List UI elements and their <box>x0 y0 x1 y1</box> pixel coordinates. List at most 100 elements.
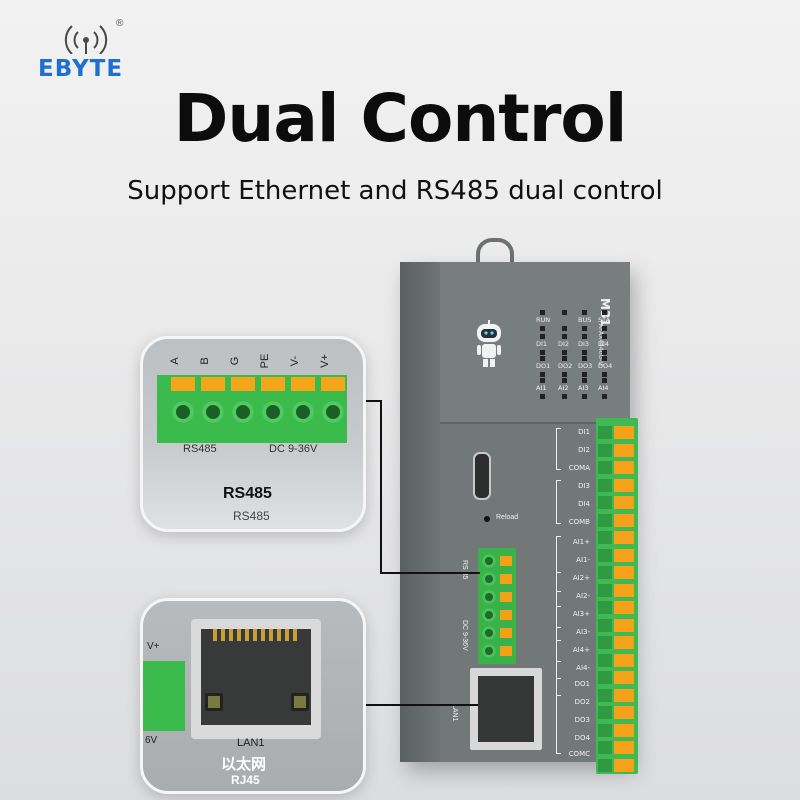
terminal-slot <box>598 741 612 754</box>
terminal-group-bracket <box>556 572 561 628</box>
registered-mark: ® <box>116 18 124 29</box>
led-label: DO1 <box>536 362 551 370</box>
terminal-release-tab[interactable] <box>614 461 634 474</box>
callout-wire-rs485-h2 <box>380 572 480 574</box>
dc-terminal-label: DC 9-36V <box>269 443 318 455</box>
io-terminal-label: DI3 <box>578 482 590 490</box>
wireless-signal-icon <box>64 25 108 54</box>
callout-wire-rs485-v <box>380 400 382 574</box>
status-led-icon <box>582 334 587 339</box>
io-terminal-label: DO3 <box>574 716 590 724</box>
terminal-release-tab[interactable] <box>614 426 634 439</box>
terminal-release-tab[interactable] <box>614 618 634 632</box>
io-terminal-label: AI1- <box>576 556 590 564</box>
io-terminal-strip[interactable] <box>596 418 638 774</box>
terminal-release-tab[interactable] <box>500 628 512 638</box>
led-label: DO2 <box>558 362 573 370</box>
terminal-group-bracket <box>556 536 561 592</box>
terminal-pin-label: B <box>199 357 211 365</box>
terminal-release-tab[interactable] <box>614 688 634 702</box>
status-led-icon <box>582 326 587 331</box>
terminal-release-tab[interactable] <box>614 741 634 754</box>
device-rs485-power-terminal[interactable] <box>478 548 516 664</box>
terminal-release-tab[interactable] <box>614 513 634 527</box>
terminal-slot <box>598 601 612 614</box>
mounting-hook <box>476 238 514 266</box>
io-terminal-label: AI2- <box>576 592 590 600</box>
terminal-screw <box>482 590 496 604</box>
terminal-slot <box>598 531 612 544</box>
device-rj45-socket <box>478 676 534 742</box>
terminal-release-tab[interactable] <box>614 566 634 579</box>
terminal-release-tab[interactable] <box>500 646 512 656</box>
terminal-group-bracket <box>556 678 561 754</box>
status-led-icon <box>562 356 567 361</box>
status-led-icon <box>562 334 567 339</box>
terminal-release-tab[interactable] <box>500 574 512 584</box>
terminal-release-tab[interactable] <box>614 531 634 544</box>
terminal-release-tab[interactable] <box>614 496 634 509</box>
terminal-release-tab[interactable] <box>614 653 634 667</box>
callout-wire-rs485-h1 <box>356 400 382 402</box>
io-terminal-label: DO1 <box>574 680 590 688</box>
terminal-release-tab[interactable] <box>614 706 634 719</box>
terminal-screw <box>322 401 344 423</box>
status-led-icon <box>540 394 545 399</box>
terminal-pin-label: G <box>229 356 241 366</box>
terminal-screw <box>482 608 496 622</box>
terminal-release-tab[interactable] <box>500 592 512 602</box>
led-label: DI1 <box>536 340 548 348</box>
led-label: RUN <box>536 316 551 324</box>
rj45-caption: RJ45 <box>231 773 260 787</box>
rs485-terminal-closeup <box>157 375 347 443</box>
led-label: DI3 <box>578 340 590 348</box>
led-label: AI1 <box>536 384 547 392</box>
terminal-screw <box>232 401 254 423</box>
led-label: DO4 <box>598 362 613 370</box>
terminal-slot <box>598 566 612 579</box>
terminal-release-tab[interactable] <box>614 478 634 492</box>
terminal-release-tab <box>321 377 345 391</box>
terminal-release-tab[interactable] <box>614 723 634 737</box>
status-led-icon <box>602 394 607 399</box>
terminal-pin-label: PE <box>259 353 271 369</box>
status-led-icon <box>602 310 607 315</box>
io-terminal-label: AI4+ <box>572 646 590 654</box>
terminal-slot <box>598 478 612 492</box>
device-side-panel <box>400 262 440 762</box>
rs485-caption: RS485 <box>223 485 272 502</box>
io-terminal-label: COMB <box>568 518 590 526</box>
terminal-slot <box>598 583 612 597</box>
io-terminal-label: COMA <box>568 464 590 472</box>
terminal-slot <box>598 758 612 772</box>
terminal-slot <box>598 426 612 439</box>
terminal-release-tab <box>171 377 195 391</box>
io-terminal-label: DI1 <box>578 428 590 436</box>
terminal-release-tab[interactable] <box>614 636 634 649</box>
terminal-slot <box>598 653 612 667</box>
status-led-icon <box>540 334 545 339</box>
io-terminal-label: DO2 <box>574 698 590 706</box>
terminal-release-tab[interactable] <box>500 610 512 620</box>
rj45-callout: V+ 6V LAN1 以太网 RJ45 <box>140 598 366 794</box>
terminal-release-tab[interactable] <box>614 548 634 562</box>
status-led-icon <box>602 350 607 355</box>
terminal-release-tab[interactable] <box>500 556 512 566</box>
terminal-release-tab <box>201 377 225 391</box>
terminal-slot <box>598 548 612 562</box>
terminal-release-tab[interactable] <box>614 671 634 684</box>
terminal-release-tab[interactable] <box>614 583 634 597</box>
terminal-pin-label: A <box>169 357 181 365</box>
terminal-release-tab[interactable] <box>614 601 634 614</box>
led-label: AI3 <box>578 384 589 392</box>
reload-button[interactable] <box>484 516 490 522</box>
terminal-release-tab[interactable] <box>614 443 634 457</box>
terminal-pin-label: V+ <box>319 354 331 368</box>
usb-c-port[interactable] <box>473 452 491 500</box>
terminal-screw <box>292 401 314 423</box>
terminal-release-tab[interactable] <box>614 758 634 772</box>
terminal-slot <box>598 723 612 737</box>
rj45-edge-label: V+ <box>147 641 160 652</box>
status-led-icon <box>602 356 607 361</box>
